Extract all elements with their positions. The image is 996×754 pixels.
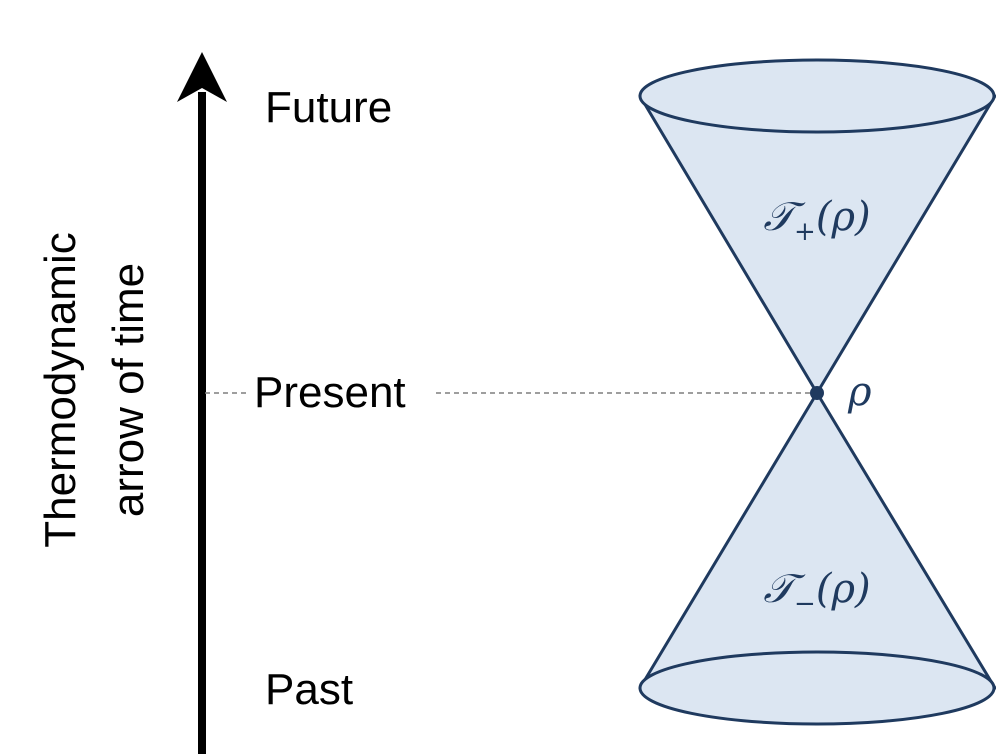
- future-cone-label: 𝒯+(ρ): [763, 194, 870, 247]
- future-label: Future: [265, 83, 392, 132]
- present-label: Present: [254, 368, 406, 417]
- axis-title-line2: arrow of time: [104, 263, 153, 517]
- future-cone-body: [638, 94, 996, 395]
- axis-title-line1: Thermodynamic: [36, 232, 85, 547]
- past-cone-label: 𝒯−(ρ): [763, 566, 870, 619]
- time-arrow-head: [177, 52, 227, 102]
- past-cone-subscript: −: [794, 589, 816, 619]
- axis-title: Thermodynamic arrow of time: [36, 232, 153, 547]
- time-arrow: [177, 52, 227, 754]
- future-cone-argument: (ρ): [816, 194, 871, 240]
- past-cone-rim: [638, 650, 996, 726]
- state-label: ρ: [847, 369, 872, 415]
- state-point: [810, 386, 824, 400]
- future-cone: 𝒯+(ρ): [638, 58, 996, 395]
- future-cone-rim: [638, 58, 996, 134]
- future-cone-subscript: +: [794, 217, 816, 247]
- past-cone-body: [638, 391, 996, 690]
- past-cone-argument: (ρ): [816, 566, 871, 612]
- past-label: Past: [265, 665, 353, 714]
- past-cone: 𝒯−(ρ): [638, 391, 996, 726]
